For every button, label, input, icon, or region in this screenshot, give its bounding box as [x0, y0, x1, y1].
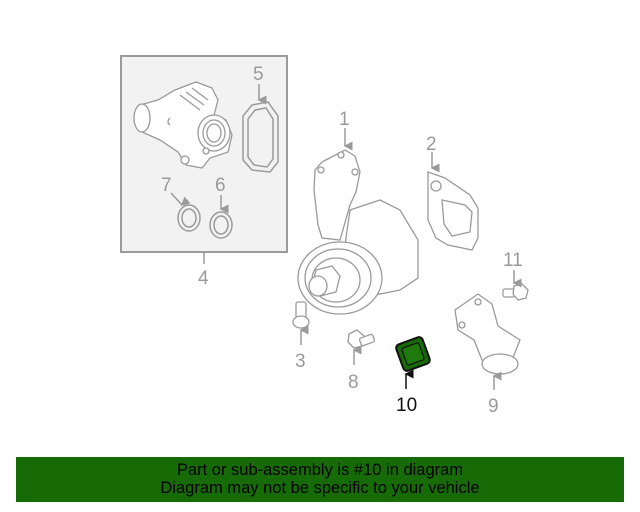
gasket-2-icon[interactable] [427, 171, 479, 251]
thermostat-housing-assembly[interactable]: 5 7 6 [120, 55, 288, 264]
callout-1: 1 [339, 109, 350, 130]
thermostat-housing-icon [133, 81, 233, 169]
callout-10: 10 [396, 395, 417, 416]
coolant-outlet-icon[interactable] [454, 293, 521, 375]
gasket-5-icon [242, 101, 279, 173]
callout-7: 7 [161, 175, 172, 196]
bolt-11-icon[interactable] [502, 283, 529, 301]
callout-9: 9 [488, 396, 499, 417]
callout-5: 5 [253, 64, 264, 85]
gasket-10-highlighted-icon[interactable] [395, 336, 431, 372]
callout-6: 6 [215, 175, 226, 196]
callout-3: 3 [295, 351, 306, 372]
banner-line-1: Part or sub-assembly is #10 in diagram [176, 461, 464, 479]
callout-8: 8 [348, 372, 359, 393]
callout-2: 2 [426, 134, 437, 155]
bolt-3-icon[interactable] [292, 301, 310, 329]
callout-4: 4 [198, 268, 209, 289]
part-info-banner: Part or sub-assembly is #10 in diagram D… [16, 457, 624, 502]
water-pump-icon[interactable] [297, 149, 419, 315]
callout-11: 11 [503, 250, 523, 271]
banner-line-2: Diagram may not be specific to your vehi… [160, 479, 480, 497]
bolt-8-icon[interactable] [347, 329, 376, 349]
